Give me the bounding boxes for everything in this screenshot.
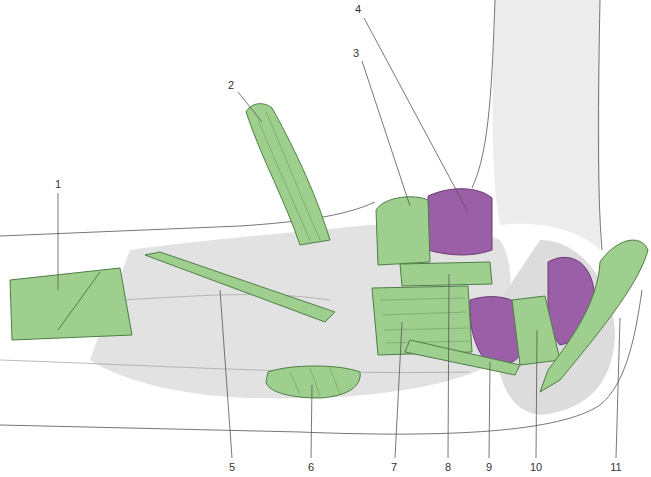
callout-number: 8: [444, 461, 452, 473]
muscle: [428, 189, 492, 255]
ligament: [405, 340, 520, 375]
callout-number: 4: [354, 3, 362, 15]
leg-contour: [472, 0, 495, 188]
callout-number: 5: [228, 461, 236, 473]
ligament: [246, 104, 330, 245]
callout-number: 11: [609, 461, 622, 473]
ligament: [540, 240, 648, 392]
callout-number: 3: [352, 47, 360, 59]
leader-line: [362, 61, 410, 206]
ligament: [266, 366, 360, 398]
leader-line: [536, 330, 537, 458]
leg-contour: [598, 0, 602, 250]
ligament-fiber: [380, 298, 470, 343]
ligament: [400, 262, 492, 286]
ligament: [512, 296, 560, 365]
ligament-fiber: [258, 112, 320, 240]
leader-line: [448, 274, 449, 458]
leader-line: [489, 362, 490, 458]
ligament-fiber: [58, 272, 100, 330]
callout-number: 10: [529, 461, 543, 473]
leader-line: [311, 385, 312, 458]
ligament: [376, 197, 430, 265]
leader-line: [616, 318, 620, 458]
callout-number: 2: [227, 79, 235, 91]
ligament-fiber: [290, 368, 340, 396]
callout-number: 6: [307, 461, 315, 473]
leader-line: [395, 322, 402, 458]
callout-number: 9: [485, 461, 493, 473]
leader-line: [58, 193, 59, 290]
ligament: [10, 268, 132, 340]
leader-line: [238, 92, 262, 122]
ligament: [145, 252, 335, 322]
callout-number: 7: [390, 461, 398, 473]
callout-number: 1: [54, 178, 62, 190]
tibia-shading: [493, 0, 600, 250]
leader-line: [220, 290, 232, 458]
leader-line: [364, 18, 468, 212]
